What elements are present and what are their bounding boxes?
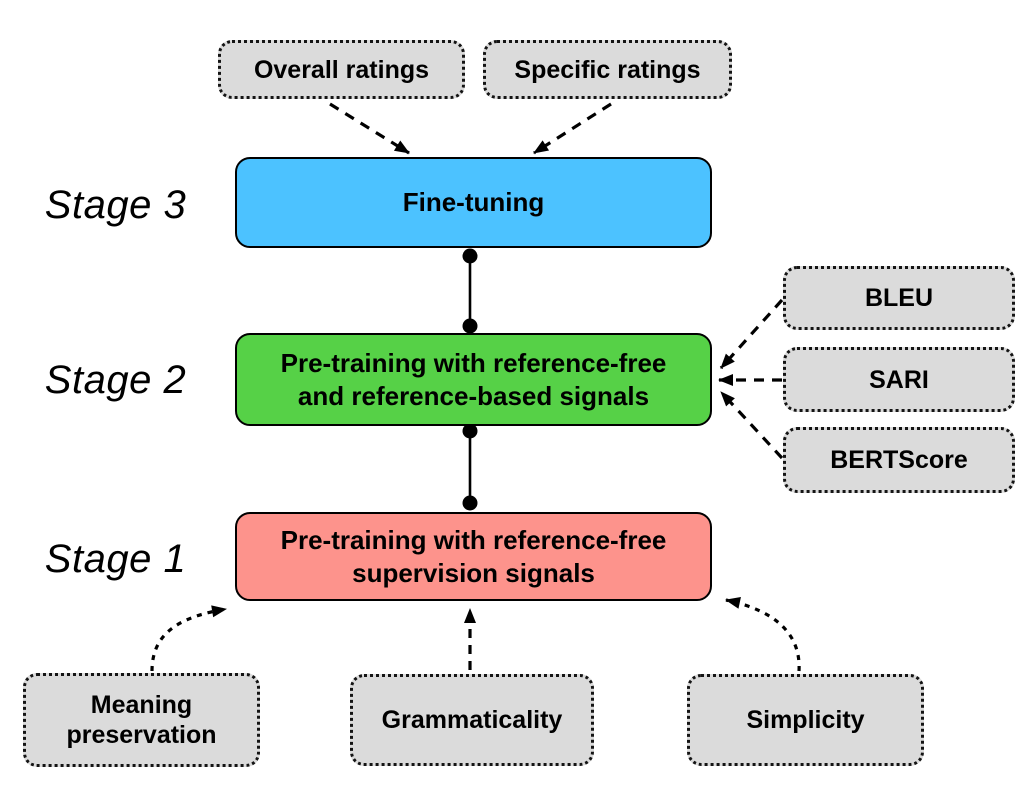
stage3-box-fine-tuning: Fine-tuning (235, 157, 712, 248)
arrow-simplicity-to-stage1 (725, 597, 801, 672)
input-box-grammaticality: Grammaticality (350, 674, 594, 766)
stage2-label: Stage 2 (44, 358, 187, 402)
arrow-meaning-preservation-to-stage1 (150, 605, 227, 672)
input-box-bertscore: BERTScore (783, 427, 1015, 493)
arrow-specific-ratings-to-fine-tuning (533, 102, 612, 155)
stage3-label: Stage 3 (44, 183, 187, 227)
connector-stage2-stage1 (462, 423, 478, 511)
input-box-specific-ratings: Specific ratings (483, 40, 732, 99)
input-box-overall-ratings: Overall ratings (218, 40, 465, 99)
stage2-box-pretraining-reference-based: Pre-training with reference-free and ref… (235, 333, 712, 426)
connector-stage3-stage2 (462, 248, 478, 334)
input-box-meaning-preservation: Meaning preservation (23, 673, 260, 767)
input-box-simplicity: Simplicity (687, 674, 924, 766)
input-box-bleu: BLEU (783, 266, 1015, 330)
arrow-bleu-to-stage2 (719, 298, 784, 370)
arrow-overall-ratings-to-fine-tuning (329, 102, 410, 155)
stage1-box-pretraining-reference-free: Pre-training with reference-free supervi… (235, 512, 712, 601)
stage1-label: Stage 1 (44, 537, 187, 581)
input-box-sari: SARI (783, 347, 1015, 412)
arrow-bertscore-to-stage2 (719, 390, 784, 460)
